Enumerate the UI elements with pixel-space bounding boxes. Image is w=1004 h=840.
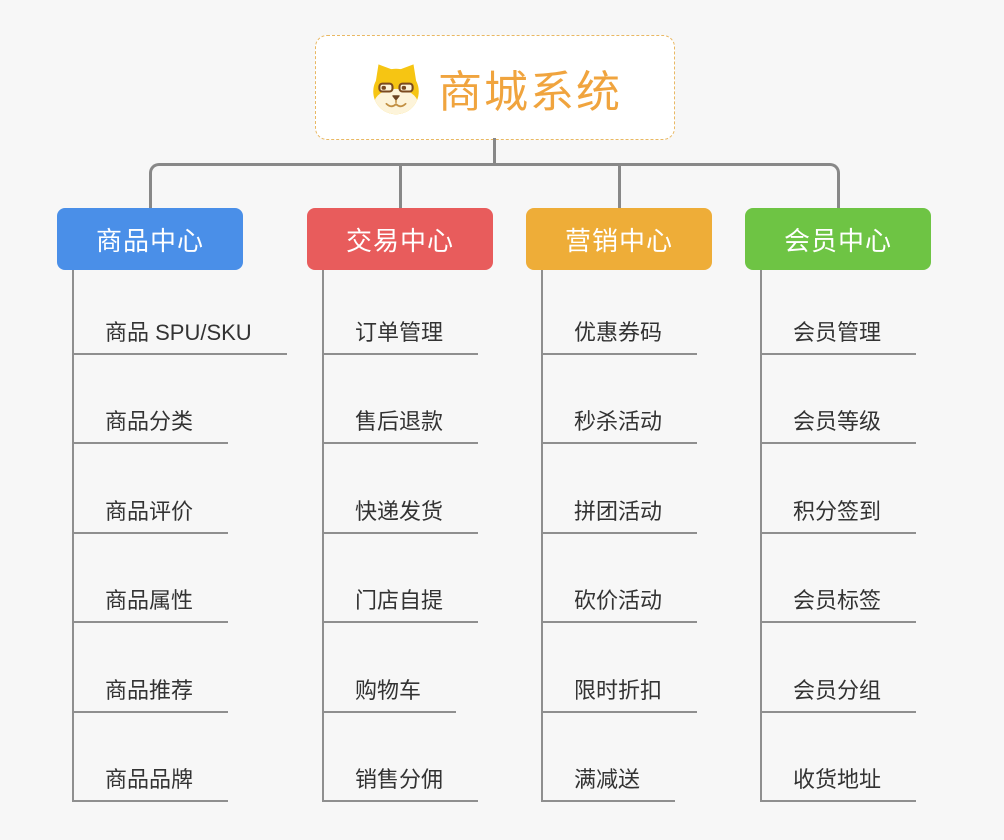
child-node-label: 快递发货: [355, 499, 444, 524]
child-node[interactable]: 门店自提: [322, 586, 479, 623]
branch-label: 商品中心: [95, 225, 204, 256]
connector-bus: [149, 163, 840, 210]
child-node[interactable]: 限时折扣: [541, 676, 698, 713]
child-node[interactable]: 会员管理: [760, 318, 917, 355]
child-node-label: 会员分组: [793, 678, 882, 703]
branch-label: 营销中心: [564, 225, 673, 256]
doge-icon: [373, 63, 419, 114]
branch-trunk-line: [760, 270, 762, 802]
branch-trunk-line: [322, 270, 324, 802]
child-node-label: 商品 SPU/SKU: [105, 320, 252, 345]
child-node[interactable]: 收货地址: [760, 765, 917, 802]
child-node[interactable]: 积分签到: [760, 497, 917, 534]
child-node-label: 砍价活动: [574, 588, 663, 613]
child-node[interactable]: 商品评价: [72, 497, 229, 534]
child-node[interactable]: 快递发货: [322, 497, 479, 534]
child-node[interactable]: 会员分组: [760, 676, 917, 713]
child-node[interactable]: 砍价活动: [541, 586, 698, 623]
child-node-label: 会员管理: [793, 320, 882, 345]
child-node-label: 售后退款: [355, 409, 444, 434]
root-title: 商城系统: [438, 67, 622, 117]
child-node[interactable]: 商品推荐: [72, 676, 229, 713]
child-node[interactable]: 商品 SPU/SKU: [72, 318, 287, 355]
child-node[interactable]: 拼团活动: [541, 497, 698, 534]
child-node[interactable]: 商品属性: [72, 586, 229, 623]
root-node[interactable]: 商城系统: [315, 35, 675, 140]
child-node-label: 商品品牌: [105, 767, 194, 792]
child-node[interactable]: 商品品牌: [72, 765, 229, 802]
child-node-label: 商品推荐: [105, 678, 194, 703]
child-node[interactable]: 会员等级: [760, 407, 917, 444]
child-node-label: 优惠券码: [574, 320, 663, 345]
child-node[interactable]: 优惠券码: [541, 318, 698, 355]
child-node-label: 积分签到: [793, 499, 882, 524]
connector-drop-branch3: [618, 166, 621, 210]
child-node[interactable]: 销售分佣: [322, 765, 479, 802]
child-node[interactable]: 会员标签: [760, 586, 917, 623]
branch-label: 交易中心: [345, 225, 454, 256]
child-node[interactable]: 购物车: [322, 676, 457, 713]
child-node-label: 商品分类: [105, 409, 194, 434]
branch-label: 会员中心: [783, 225, 892, 256]
child-node-label: 销售分佣: [355, 767, 444, 792]
child-node-label: 订单管理: [355, 320, 444, 345]
child-node-label: 收货地址: [793, 767, 882, 792]
child-node[interactable]: 满减送: [541, 765, 676, 802]
child-node-label: 秒杀活动: [574, 409, 663, 434]
connector-root-drop: [493, 138, 496, 164]
child-node[interactable]: 秒杀活动: [541, 407, 698, 444]
child-node-label: 限时折扣: [574, 678, 663, 703]
child-node[interactable]: 商品分类: [72, 407, 229, 444]
child-node[interactable]: 售后退款: [322, 407, 479, 444]
child-node-label: 拼团活动: [574, 499, 663, 524]
child-node[interactable]: 订单管理: [322, 318, 479, 355]
child-node-label: 商品评价: [105, 499, 194, 524]
branch-node[interactable]: 交易中心: [307, 208, 493, 270]
branch-node[interactable]: 营销中心: [526, 208, 712, 270]
child-node-label: 购物车: [355, 678, 422, 703]
branch-trunk-line: [541, 270, 543, 802]
child-node-label: 满减送: [574, 767, 641, 792]
branch-trunk-line: [72, 270, 74, 802]
child-node-label: 门店自提: [355, 588, 444, 613]
branch-node[interactable]: 商品中心: [57, 208, 243, 270]
child-node-label: 会员标签: [793, 588, 882, 613]
connector-drop-branch2: [399, 166, 402, 210]
child-node-label: 商品属性: [105, 588, 194, 613]
branch-node[interactable]: 会员中心: [745, 208, 931, 270]
child-node-label: 会员等级: [793, 409, 882, 434]
